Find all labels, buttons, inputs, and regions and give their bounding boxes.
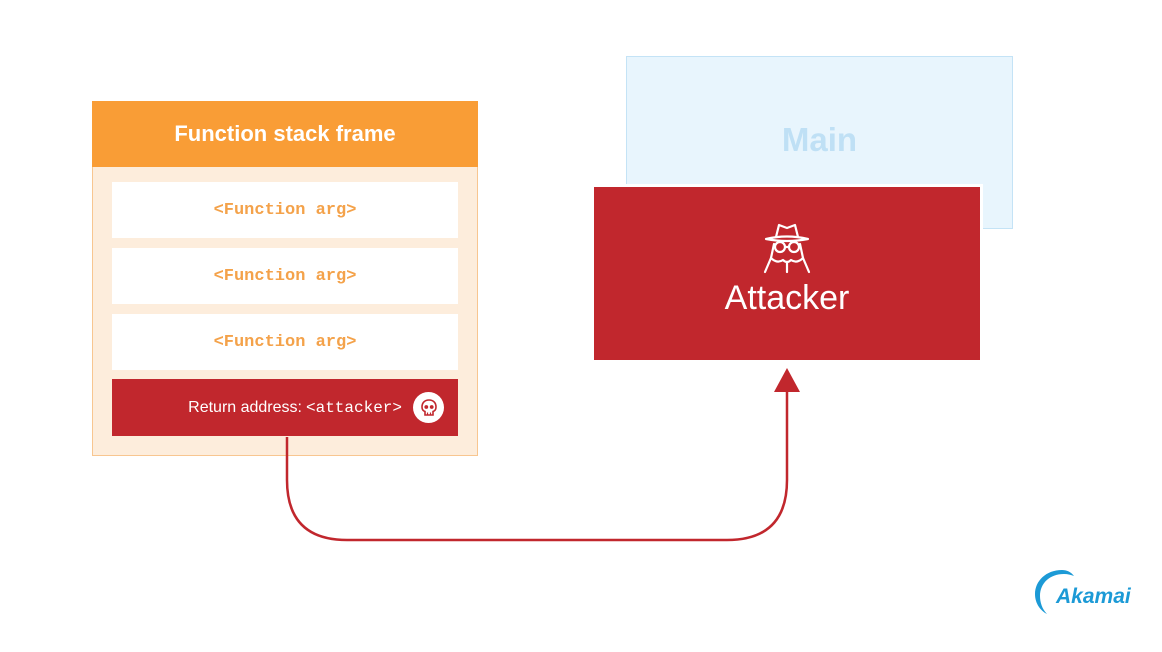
return-address-text: Return address: <attacker>: [188, 379, 402, 436]
arrow-head: [774, 368, 800, 392]
return-address-value: <attacker>: [305, 398, 402, 417]
function-stack-frame: Function stack frame <Function arg> <Fun…: [92, 101, 478, 456]
akamai-logo-text: Akamai: [1056, 585, 1131, 608]
function-arg-1: <Function arg>: [112, 182, 458, 238]
spy-icon: [763, 223, 811, 274]
main-label: Main: [781, 121, 858, 158]
return-address-label: Return address:: [188, 398, 302, 416]
stack-frame-title: Function stack frame: [92, 101, 478, 167]
attacker-box: Attacker: [591, 184, 983, 363]
function-arg-2: <Function arg>: [112, 248, 458, 304]
akamai-logo: Akamai: [1032, 566, 1142, 616]
function-arg-3: <Function arg>: [112, 314, 458, 370]
skull-icon: [413, 392, 444, 423]
arrow-path: [285, 392, 789, 542]
attacker-label: Attacker: [724, 279, 850, 317]
return-address-row: Return address: <attacker>: [112, 379, 458, 436]
